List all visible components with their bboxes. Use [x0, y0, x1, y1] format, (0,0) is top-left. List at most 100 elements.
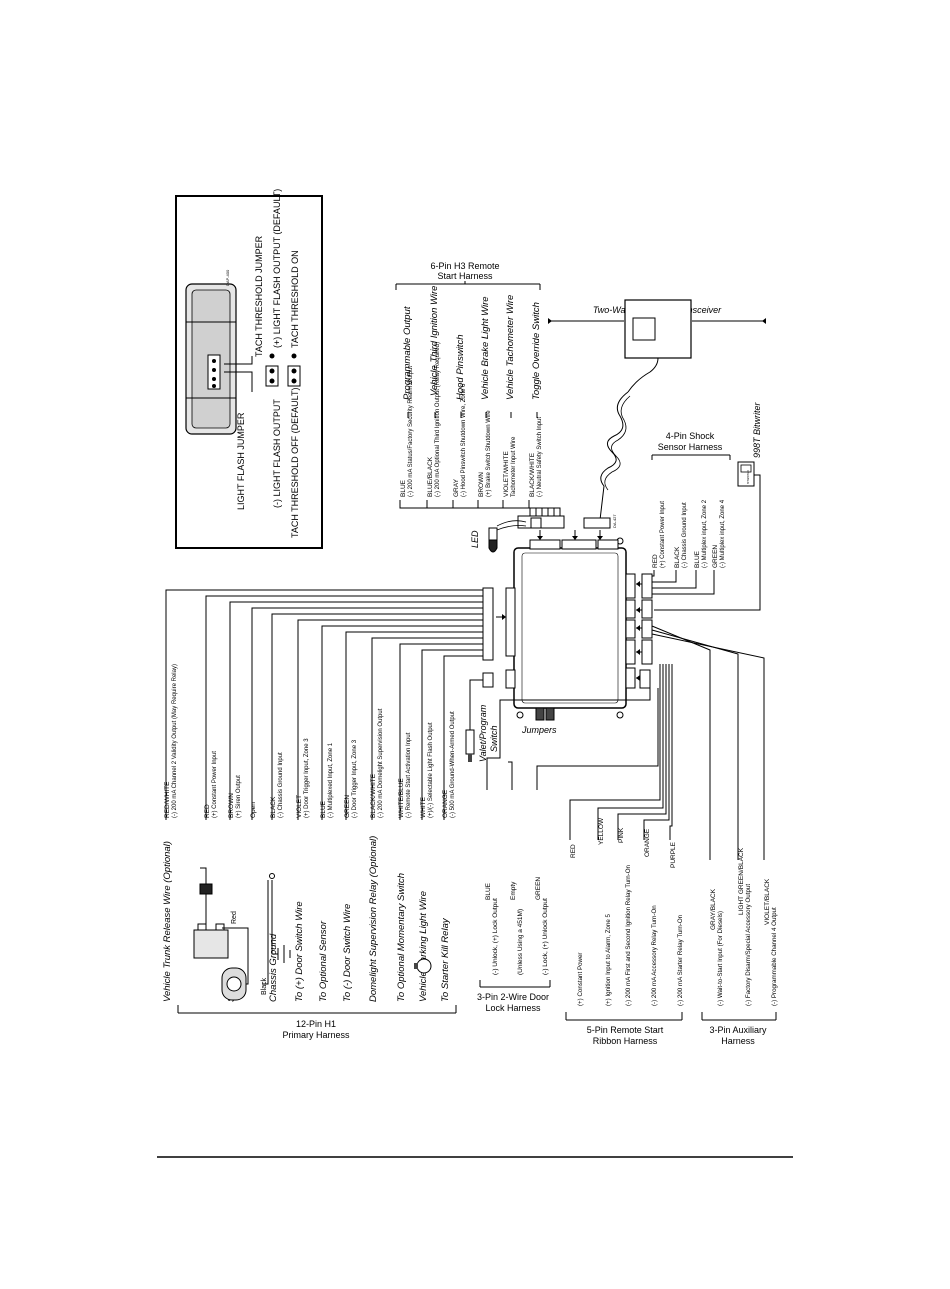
ribbon-wire-color: ORANGE — [644, 828, 651, 857]
ribbon-wire — [617, 664, 667, 840]
jumpers-label: Jumpers — [521, 725, 557, 735]
aux-wire — [651, 633, 765, 860]
shock-harness: 4-Pin Shock Sensor Harness RED(+) Consta… — [641, 431, 731, 599]
h3-wire-function: (+) Brake Switch Shutdown Wire — [486, 410, 492, 497]
h1-wire-function: (-) Chassis Ground Input — [278, 752, 284, 818]
h1-harness: RED/WHITE(-) 200 mA Channel 2 Validity O… — [162, 587, 494, 1040]
aux-wire-function: (-) Programmable Channel 4 Output — [771, 907, 778, 1006]
shock-wire-function: (-) Multiplex input, Zone 2 — [702, 499, 708, 568]
shock-title-line1: 4-Pin Shock — [666, 431, 715, 441]
h1-wire-color: WHITE — [420, 796, 427, 818]
door-title-line2: Lock Harness — [485, 1003, 541, 1013]
ribbon-wire-function: (+) Constant Power — [577, 953, 584, 1006]
neg-light-flash-label: (-) LIGHT FLASH OUTPUT — [272, 399, 282, 508]
aux-wire — [651, 625, 711, 860]
ribbon-wire — [669, 664, 673, 840]
ribbon-title-line1: 5-Pin Remote Start — [587, 1025, 664, 1035]
h1-wire-function: (-) 500 mA Ground-When-Armed Output — [450, 711, 456, 818]
ribbon-wire — [569, 664, 661, 840]
aux-wire-color: GRAY/BLACK — [710, 888, 717, 930]
h1-connector — [482, 587, 494, 661]
led-connector — [530, 517, 542, 529]
shock-wire — [652, 570, 677, 583]
control-module — [496, 530, 644, 721]
h1-wire-color: VIOLET — [296, 795, 303, 818]
battery-icon — [193, 923, 229, 959]
h1-wire-destination: To Optional Momentary Switch — [396, 873, 407, 1002]
ribbon-wire-color: YELLOW — [598, 817, 605, 845]
h3-wire-destination: Vehicle Tachometer Wire — [505, 295, 516, 400]
h1-title-line1: 12-Pin H1 — [296, 1019, 336, 1029]
h1-wire-function: (+) Door Trigger Input, Zone 3 — [304, 738, 310, 818]
shock-connector — [641, 573, 653, 599]
pos-light-flash-label: (+) LIGHT FLASH OUTPUT (DEFAULT) — [272, 189, 282, 348]
aux-wire-function: (-) Wait-to-Start Input (For Diesels) — [717, 911, 724, 1006]
jumper-box-frame — [175, 195, 323, 549]
aux-wire — [651, 629, 739, 860]
h3-wire-color: GRAY — [453, 478, 460, 497]
jumper-part-code: DAP-400 — [225, 269, 230, 286]
h1-wire-destination: To (+) Door Switch Wire — [294, 901, 305, 1002]
door-wire-color: Empty — [510, 881, 517, 900]
light-flash-jumper-label: LIGHT FLASH JUMPER — [236, 412, 246, 510]
ribbon-wire — [643, 664, 670, 840]
door-wire-function: (Unless Using a 451M) — [517, 909, 524, 975]
shock-wire-color: BLUE — [694, 550, 701, 568]
ribbon-wire-color: PINK — [618, 827, 625, 843]
valet-label-line1: Valet/Program — [478, 704, 488, 762]
jumper-module-drawing — [185, 283, 253, 435]
door-wire-function: (-) Lock, (+) Unlock Output — [542, 898, 549, 975]
h3-wire-color: BROWN — [478, 472, 485, 497]
h1-wire-destination: Vehicle Trunk Release Wire (Optional) — [162, 841, 173, 1002]
h3-wire-destination: Toggle Override Switch — [531, 302, 542, 400]
h1-wire — [443, 655, 483, 820]
ribbon-wire-function: (+) Ignition Input to Alarm, Zone 5 — [605, 913, 612, 1006]
h3-wire-function: (-) 200 mA Optional Third Ignition Outpu… — [435, 342, 441, 497]
h3-title-line1: 6-Pin H3 Remote — [430, 261, 499, 271]
h1-wire-color: BROWN — [228, 793, 235, 818]
h3-wire-destination: Programmable Output — [402, 306, 413, 400]
h1-wire-destination: To (-) Door Switch Wire — [342, 904, 353, 1002]
shock-wire-function: (+) Constant Power Input — [660, 501, 666, 568]
led-indicator — [488, 520, 527, 553]
h1-wire-destination: Domelight Supervision Relay (Optional) — [368, 836, 379, 1002]
transceiver-connector — [583, 517, 611, 529]
ribbon-harness: RED (+) Constant Power YELLOW (+) Ignition … — [565, 639, 684, 1046]
ribbon-wire-function: (-) 200 mA Accessory Relay Turn-On — [651, 905, 658, 1006]
h1-wire-color: BLUE — [320, 800, 327, 818]
ribbon-wire-color: PURPLE — [670, 841, 677, 868]
h1-wire-function: (-) 200 mA Channel 2 Validity Output (Ma… — [172, 664, 178, 818]
h1-wire-color: WHITE/BLUE — [398, 778, 405, 818]
valet-label-line2: Switch — [489, 725, 499, 752]
h1-wire-function: (+) Constant Power Input — [212, 751, 218, 818]
valet-switch — [465, 672, 494, 762]
ribbon-wire-color: RED — [570, 844, 577, 858]
black-wire-label: Black — [261, 977, 268, 995]
shock-wire-color: RED — [652, 554, 659, 568]
aux-wire-color: LIGHT GREEN/BLACK — [738, 847, 745, 915]
shock-wire-function: (-) Multiplex input, Zone 4 — [720, 499, 726, 568]
h1-wire — [229, 601, 483, 820]
h1-wire-destination: To Starter Kill Relay — [440, 917, 451, 1002]
door-title-line1: 3-Pin 2-Wire Door — [477, 992, 549, 1002]
h1-wire — [321, 625, 483, 820]
shock-wire — [652, 570, 697, 589]
ribbon-wire — [597, 664, 664, 840]
door-wire-color: GREEN — [535, 877, 542, 900]
fuse-icon — [199, 883, 213, 895]
parking-light-bulb-icon — [414, 958, 432, 974]
ribbon-wire-function: (-) 200 mA First and Second Ignition Rel… — [625, 864, 632, 1006]
aux-title-line1: 3-Pin Auxiliary — [709, 1025, 767, 1035]
h3-wire-destination: Hood Pinswitch — [455, 335, 466, 400]
h1-wire-function: (-) 200 mA Domelight Supervision Output — [378, 708, 384, 818]
light-flash-jumper-symbol — [265, 353, 279, 387]
h1-title-line2: Primary Harness — [282, 1030, 350, 1040]
h3-wire-function: Tachometer Input Wire — [511, 436, 517, 497]
h3-wire-destination: Vehicle Brake Light Wire — [480, 296, 491, 400]
h1-wire — [297, 619, 483, 820]
h1-wire-color: BLACK — [270, 796, 277, 818]
jumper-settings-box: DAP-400 LIGHT FLASH JUMPER TACH THRESHOL… — [175, 189, 323, 549]
h1-wire-function: (+) Siren Output — [236, 775, 242, 818]
h1-wire — [345, 631, 483, 820]
